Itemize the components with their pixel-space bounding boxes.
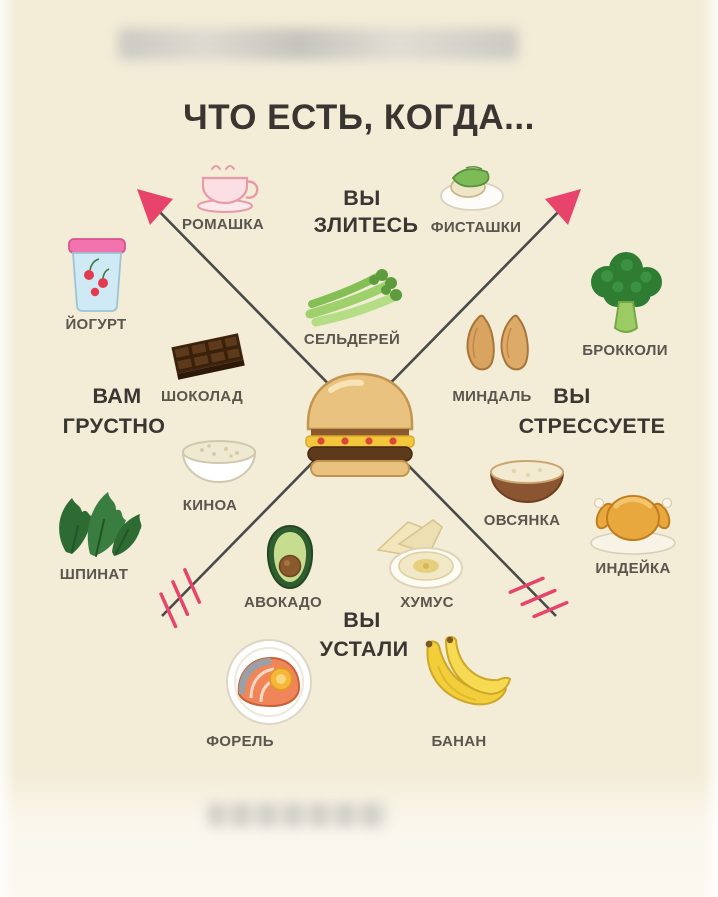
chocolate-label: ШОКОЛАД bbox=[161, 388, 243, 405]
quinoa-label: КИНОА bbox=[182, 497, 238, 514]
spinach-icon bbox=[50, 486, 146, 562]
turkey-icon bbox=[588, 480, 678, 556]
mood-tired-line1: ВЫ bbox=[343, 608, 381, 632]
mood-sad-line1: ВАМ bbox=[92, 384, 142, 408]
almonds-label: МИНДАЛЬ bbox=[452, 388, 532, 405]
broccoli-label: БРОККОЛИ bbox=[582, 342, 668, 359]
chamomile-tea-icon bbox=[192, 160, 262, 214]
broccoli-icon bbox=[584, 250, 668, 338]
yogurt-label: ЙОГУРТ bbox=[65, 316, 127, 333]
chocolate-icon bbox=[166, 326, 250, 386]
oatmeal-icon bbox=[484, 450, 570, 510]
trout-label: ФОРЕЛЬ bbox=[206, 733, 274, 750]
turkey-label: ИНДЕЙКА bbox=[595, 560, 671, 577]
banana-icon bbox=[414, 636, 516, 722]
oatmeal-label: ОВСЯНКА bbox=[483, 512, 561, 529]
banana-label: БАНАН bbox=[431, 733, 487, 750]
almonds-icon bbox=[458, 310, 536, 380]
page-title: ЧТО ЕСТЬ, КОГДА... bbox=[183, 98, 535, 137]
arrow-fletching bbox=[159, 568, 569, 629]
celery-label: СЕЛЬДЕРЕЙ bbox=[303, 331, 401, 348]
quinoa-icon bbox=[176, 428, 262, 492]
pistachios-icon bbox=[436, 156, 508, 214]
blurred-watermark-top bbox=[118, 28, 518, 60]
mood-angry-line1: ВЫ bbox=[343, 186, 381, 210]
hummus-label: ХУМУС bbox=[400, 594, 454, 611]
mood-tired-line2: УСТАЛИ bbox=[319, 637, 409, 661]
mood-sad-line2: ГРУСТНО bbox=[62, 414, 166, 438]
hummus-icon bbox=[372, 512, 468, 592]
yogurt-icon bbox=[62, 236, 132, 314]
pistachios-label: ФИСТАШКИ bbox=[430, 219, 522, 236]
chamomile-label: РОМАШКА bbox=[182, 216, 264, 233]
blurred-watermark-bottom bbox=[208, 803, 388, 827]
trout-icon bbox=[218, 636, 320, 726]
spinach-label: ШПИНАТ bbox=[59, 566, 129, 583]
mood-stressed-line1: ВЫ bbox=[553, 384, 591, 408]
avocado-label: АВОКАДО bbox=[244, 594, 322, 611]
burger-icon bbox=[299, 366, 421, 480]
avocado-icon bbox=[258, 522, 322, 592]
celery-icon bbox=[302, 268, 402, 328]
arrowhead-icon bbox=[137, 189, 581, 225]
mood-stressed-line2: СТРЕССУЕТЕ bbox=[518, 414, 666, 438]
bottom-fade bbox=[0, 772, 718, 897]
mood-angry-line2: ЗЛИТЕСЬ bbox=[313, 213, 419, 237]
